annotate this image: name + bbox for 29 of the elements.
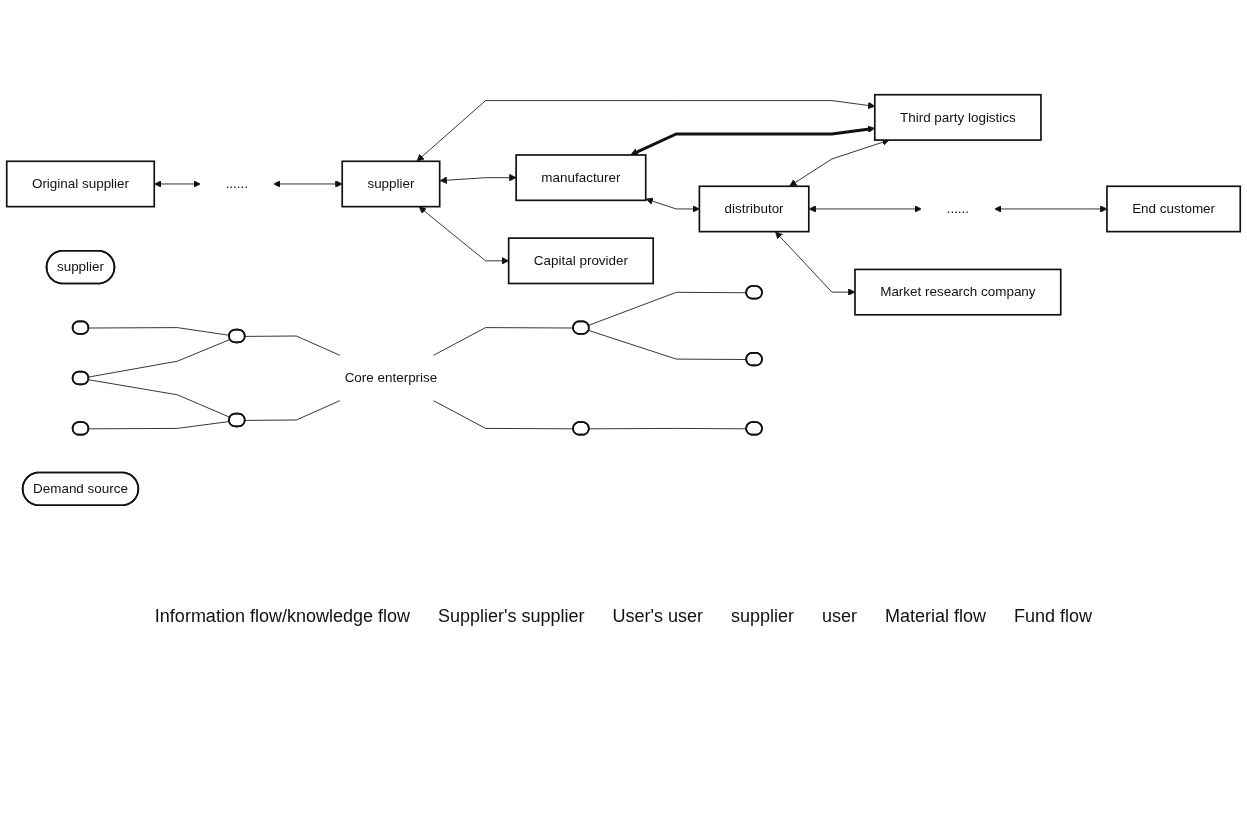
node-text: ...... [225,176,249,191]
connector [433,400,574,430]
node-box: Third party logistics [873,93,1042,141]
connector [244,400,341,421]
node-box: distributor [698,185,810,233]
node-box: Capital provider [507,237,655,285]
connector [88,379,231,418]
node-text: ...... [946,201,970,216]
flow-label: Fund flow [1014,606,1093,627]
node-box: supplier [341,160,441,208]
connector [588,428,748,430]
flow-label: supplier [731,606,795,627]
flow-label: user [822,606,858,627]
connector [433,327,574,356]
connector [244,335,341,356]
connector [88,327,230,336]
connector [588,291,748,326]
connector [88,421,230,430]
flow-label: User's user [612,606,703,627]
connector [588,330,748,360]
flow-label: Material flow [885,606,987,627]
node-box: End customer [1106,185,1242,233]
node-box: Original supplier [5,160,156,208]
node-box: manufacturer [515,154,647,202]
connector [88,339,231,378]
flow-label: Information flow/knowledge flow [154,606,410,627]
node-text: Core enterprise [344,370,438,385]
flow-label: Supplier's supplier [438,606,585,627]
node-box: Market research company [854,268,1062,316]
